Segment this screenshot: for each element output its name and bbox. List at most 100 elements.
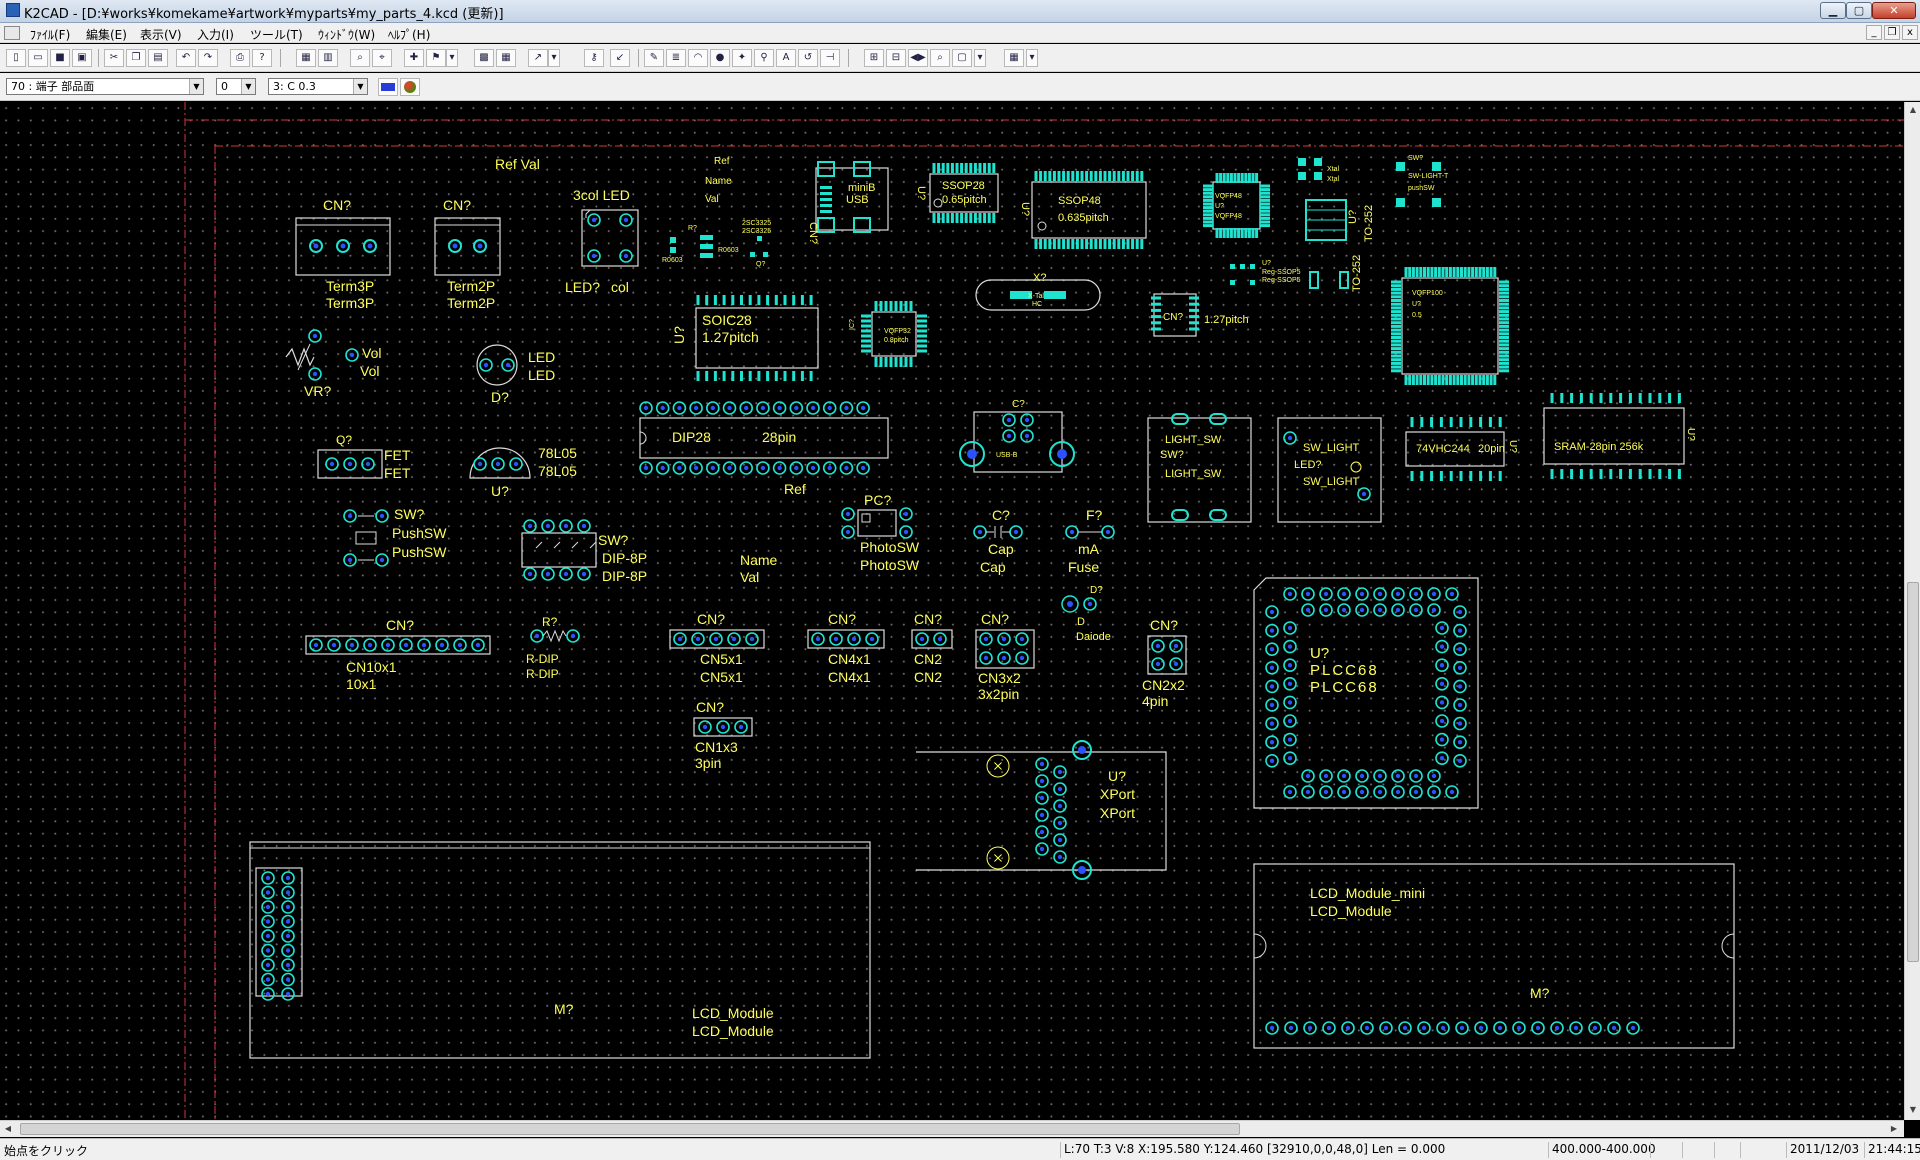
footprint-cn10x1[interactable]: CN? CN10x1 10x1 bbox=[305, 617, 491, 692]
footprint-vr[interactable]: VR? Vol Vol bbox=[285, 329, 381, 399]
footprint-dip-8p[interactable]: SW? DIP-8P DIP-8P bbox=[521, 532, 647, 584]
arc-icon[interactable]: ◠ bbox=[688, 49, 708, 67]
zoom-window-icon[interactable]: ▢ bbox=[952, 49, 972, 67]
vertical-scroll-thumb[interactable] bbox=[1907, 582, 1919, 962]
footprint-sram-28pin[interactable]: SRAM-28pin 256k U? bbox=[1543, 407, 1696, 465]
pin-icon[interactable]: ⊣ bbox=[820, 49, 840, 67]
window-cascade-icon[interactable]: ▥ bbox=[318, 49, 338, 67]
pointer-tool-icon[interactable]: ↗ bbox=[528, 49, 548, 67]
grid-icon[interactable]: ▦ bbox=[1004, 49, 1024, 67]
save-icon[interactable]: ■ bbox=[50, 49, 70, 67]
footprint-dip28[interactable]: DIP28 28pin Ref bbox=[639, 417, 889, 497]
small-select[interactable]: 0▼ bbox=[216, 78, 256, 95]
mdi-close-button[interactable]: x bbox=[1902, 25, 1918, 40]
flag-dropdown-icon[interactable]: ▾ bbox=[446, 49, 458, 67]
footprint-plcc68[interactable]: U? PLCC68 PLCC68 bbox=[1253, 577, 1479, 809]
pencil-icon[interactable]: ✎ bbox=[644, 49, 664, 67]
table-icon[interactable]: ▦ bbox=[496, 49, 516, 67]
find-icon[interactable]: ⌕ bbox=[350, 49, 370, 67]
app-icon[interactable] bbox=[6, 3, 20, 17]
footprint-cn2[interactable]: CN? CN2 CN2 bbox=[911, 611, 953, 685]
mdi-minimize-button[interactable]: _ bbox=[1866, 25, 1882, 40]
vertical-scrollbar[interactable]: ▲ ▼ bbox=[1904, 102, 1920, 1120]
footprint-cn2x2[interactable]: CN? CN2x2 4pin bbox=[1142, 617, 1187, 709]
footprint-cap[interactable]: C? Cap Cap bbox=[973, 507, 1023, 575]
grid-select[interactable]: 3: C 0.3▼ bbox=[268, 78, 368, 95]
redo-icon[interactable]: ↷ bbox=[198, 49, 218, 67]
horizontal-scrollbar[interactable]: ◀ ▶ bbox=[0, 1120, 1904, 1137]
zoom-dropdown-icon[interactable]: ▾ bbox=[974, 49, 986, 67]
footprint-diode[interactable]: D? D Daiode bbox=[1061, 585, 1111, 643]
menu-view[interactable]: 表示(V) bbox=[140, 28, 182, 42]
save-all-icon[interactable]: ▣ bbox=[72, 49, 92, 67]
window-tile-icon[interactable]: ▦ bbox=[296, 49, 316, 67]
footprint-fet[interactable]: Q? FET FET bbox=[317, 433, 411, 481]
text-tool-icon[interactable]: A bbox=[776, 49, 796, 67]
mirror-icon[interactable]: ◀▶ bbox=[908, 49, 928, 67]
pcb-canvas[interactable]: Ref Val CN? Term3P Term3P CN? Term2P Ter… bbox=[0, 102, 1904, 1120]
key-icon[interactable]: ⚷ bbox=[584, 49, 604, 67]
arrow-left-down-icon[interactable]: ↙ bbox=[610, 49, 630, 67]
zoom-out-icon[interactable]: ⊟ bbox=[886, 49, 906, 67]
maximize-button[interactable]: ▢ bbox=[1846, 2, 1872, 19]
footprint-usb-b[interactable]: C? USB-B bbox=[959, 399, 1075, 473]
undo-icon[interactable]: ↶ bbox=[176, 49, 196, 67]
scroll-up-icon[interactable]: ▲ bbox=[1909, 105, 1917, 114]
footprint-term2p[interactable]: CN? Term2P Term2P bbox=[434, 197, 501, 311]
menu-help[interactable]: ﾍﾙﾌﾟ(H) bbox=[388, 28, 431, 42]
footprint-light-sw[interactable]: LIGHT_SW SW? LIGHT_SW bbox=[1147, 413, 1252, 523]
footprint-cn3x2[interactable]: CN? CN3x2 3x2pin bbox=[975, 611, 1035, 702]
rotate-icon[interactable]: ↺ bbox=[798, 49, 818, 67]
footprint-xtal-smd[interactable]: Xtal Xtal bbox=[1298, 158, 1340, 183]
open-folder-icon[interactable]: ▭ bbox=[28, 49, 48, 67]
stamp-icon[interactable]: ✦ bbox=[732, 49, 752, 67]
find-next-icon[interactable]: ⌖ bbox=[372, 49, 392, 67]
footprint-to252[interactable]: U? TO-252 TO-252 bbox=[1305, 199, 1375, 292]
close-button[interactable]: ✕ bbox=[1872, 2, 1916, 19]
footprint-lcd-module-mini[interactable]: LCD_Module_mini LCD_Module M? bbox=[1253, 863, 1735, 1049]
horizontal-scroll-thumb[interactable] bbox=[20, 1123, 1240, 1135]
footprint-cn-127[interactable]: CN? 1.27pitch bbox=[1153, 293, 1249, 337]
pointer-dropdown-icon[interactable]: ▾ bbox=[548, 49, 560, 67]
menu-file[interactable]: ﾌｧｲﾙ(F) bbox=[30, 28, 71, 42]
print-icon[interactable]: ⎙ bbox=[230, 49, 250, 67]
layer-select[interactable]: 70 : 端子 部品面▼ bbox=[6, 78, 204, 95]
footprint-r0603[interactable]: R0603 R? R0603 bbox=[662, 225, 739, 264]
scroll-left-icon[interactable]: ◀ bbox=[4, 1124, 12, 1133]
scroll-down-icon[interactable]: ▼ bbox=[1909, 1105, 1917, 1114]
footprint-3col-led[interactable]: 3col LED LED? col bbox=[565, 187, 639, 295]
help-icon[interactable]: ? bbox=[252, 49, 272, 67]
flag-icon[interactable]: ⚑ bbox=[426, 49, 446, 67]
footprint-78l05[interactable]: U? 78L05 78L05 bbox=[469, 445, 577, 499]
footprint-pushsw[interactable]: SW? PushSW PushSW bbox=[343, 506, 447, 567]
footprint-74vhc244[interactable]: 74VHC244 20pin U? bbox=[1405, 431, 1518, 467]
stack-icon[interactable]: ≣ bbox=[666, 49, 686, 67]
palette-icon[interactable] bbox=[400, 78, 420, 96]
menu-window[interactable]: ｳｨﾝﾄﾞｳ(W) bbox=[318, 28, 376, 42]
footprint-minib-usb[interactable]: miniB USB CN? bbox=[807, 161, 889, 244]
new-file-icon[interactable]: ▯ bbox=[6, 49, 26, 67]
footprint-term3p[interactable]: CN? Term3P Term3P bbox=[295, 197, 391, 311]
image-icon[interactable]: ▩ bbox=[474, 49, 494, 67]
cut-icon[interactable]: ✂ bbox=[104, 49, 124, 67]
footprint-crystal-hc[interactable]: X? X-Tal HC bbox=[975, 272, 1101, 311]
zoom-in-icon[interactable]: ⊞ bbox=[864, 49, 884, 67]
zoom-search-icon[interactable]: ⌕ bbox=[930, 49, 950, 67]
footprint-ssop48[interactable]: SSOP48 0.635pitch U? bbox=[1019, 181, 1147, 239]
add-part-icon[interactable]: ✚ bbox=[404, 49, 424, 67]
copy-icon[interactable]: ❐ bbox=[126, 49, 146, 67]
footprint-2sc3325[interactable]: 2SC3325 2SC3325 Q? bbox=[742, 220, 771, 268]
footprint-lcd-module[interactable]: M? LCD_Module LCD_Module bbox=[249, 841, 871, 1059]
paste-icon[interactable]: ▤ bbox=[148, 49, 168, 67]
grid-dropdown-icon[interactable]: ▾ bbox=[1026, 49, 1038, 67]
footprint-vqfp32[interactable]: VQFP32 0.8pitch IC? bbox=[849, 311, 917, 357]
menu-edit[interactable]: 編集(E) bbox=[86, 28, 127, 42]
footprint-r-dip[interactable]: R? R-DIP R-DIP bbox=[526, 615, 580, 681]
footprint-xport[interactable]: U? XPort XPort bbox=[916, 740, 1167, 880]
minimize-button[interactable]: ▁ bbox=[1820, 2, 1846, 19]
mdi-restore-button[interactable]: ❐ bbox=[1884, 25, 1900, 40]
layer-color-icon[interactable] bbox=[378, 78, 398, 96]
menu-input[interactable]: 入力(I) bbox=[197, 28, 234, 42]
footprint-ssop28[interactable]: SSOP28 0.65pitch U? bbox=[915, 173, 999, 213]
footprint-cn1x3[interactable]: CN? CN1x3 3pin bbox=[693, 699, 753, 771]
